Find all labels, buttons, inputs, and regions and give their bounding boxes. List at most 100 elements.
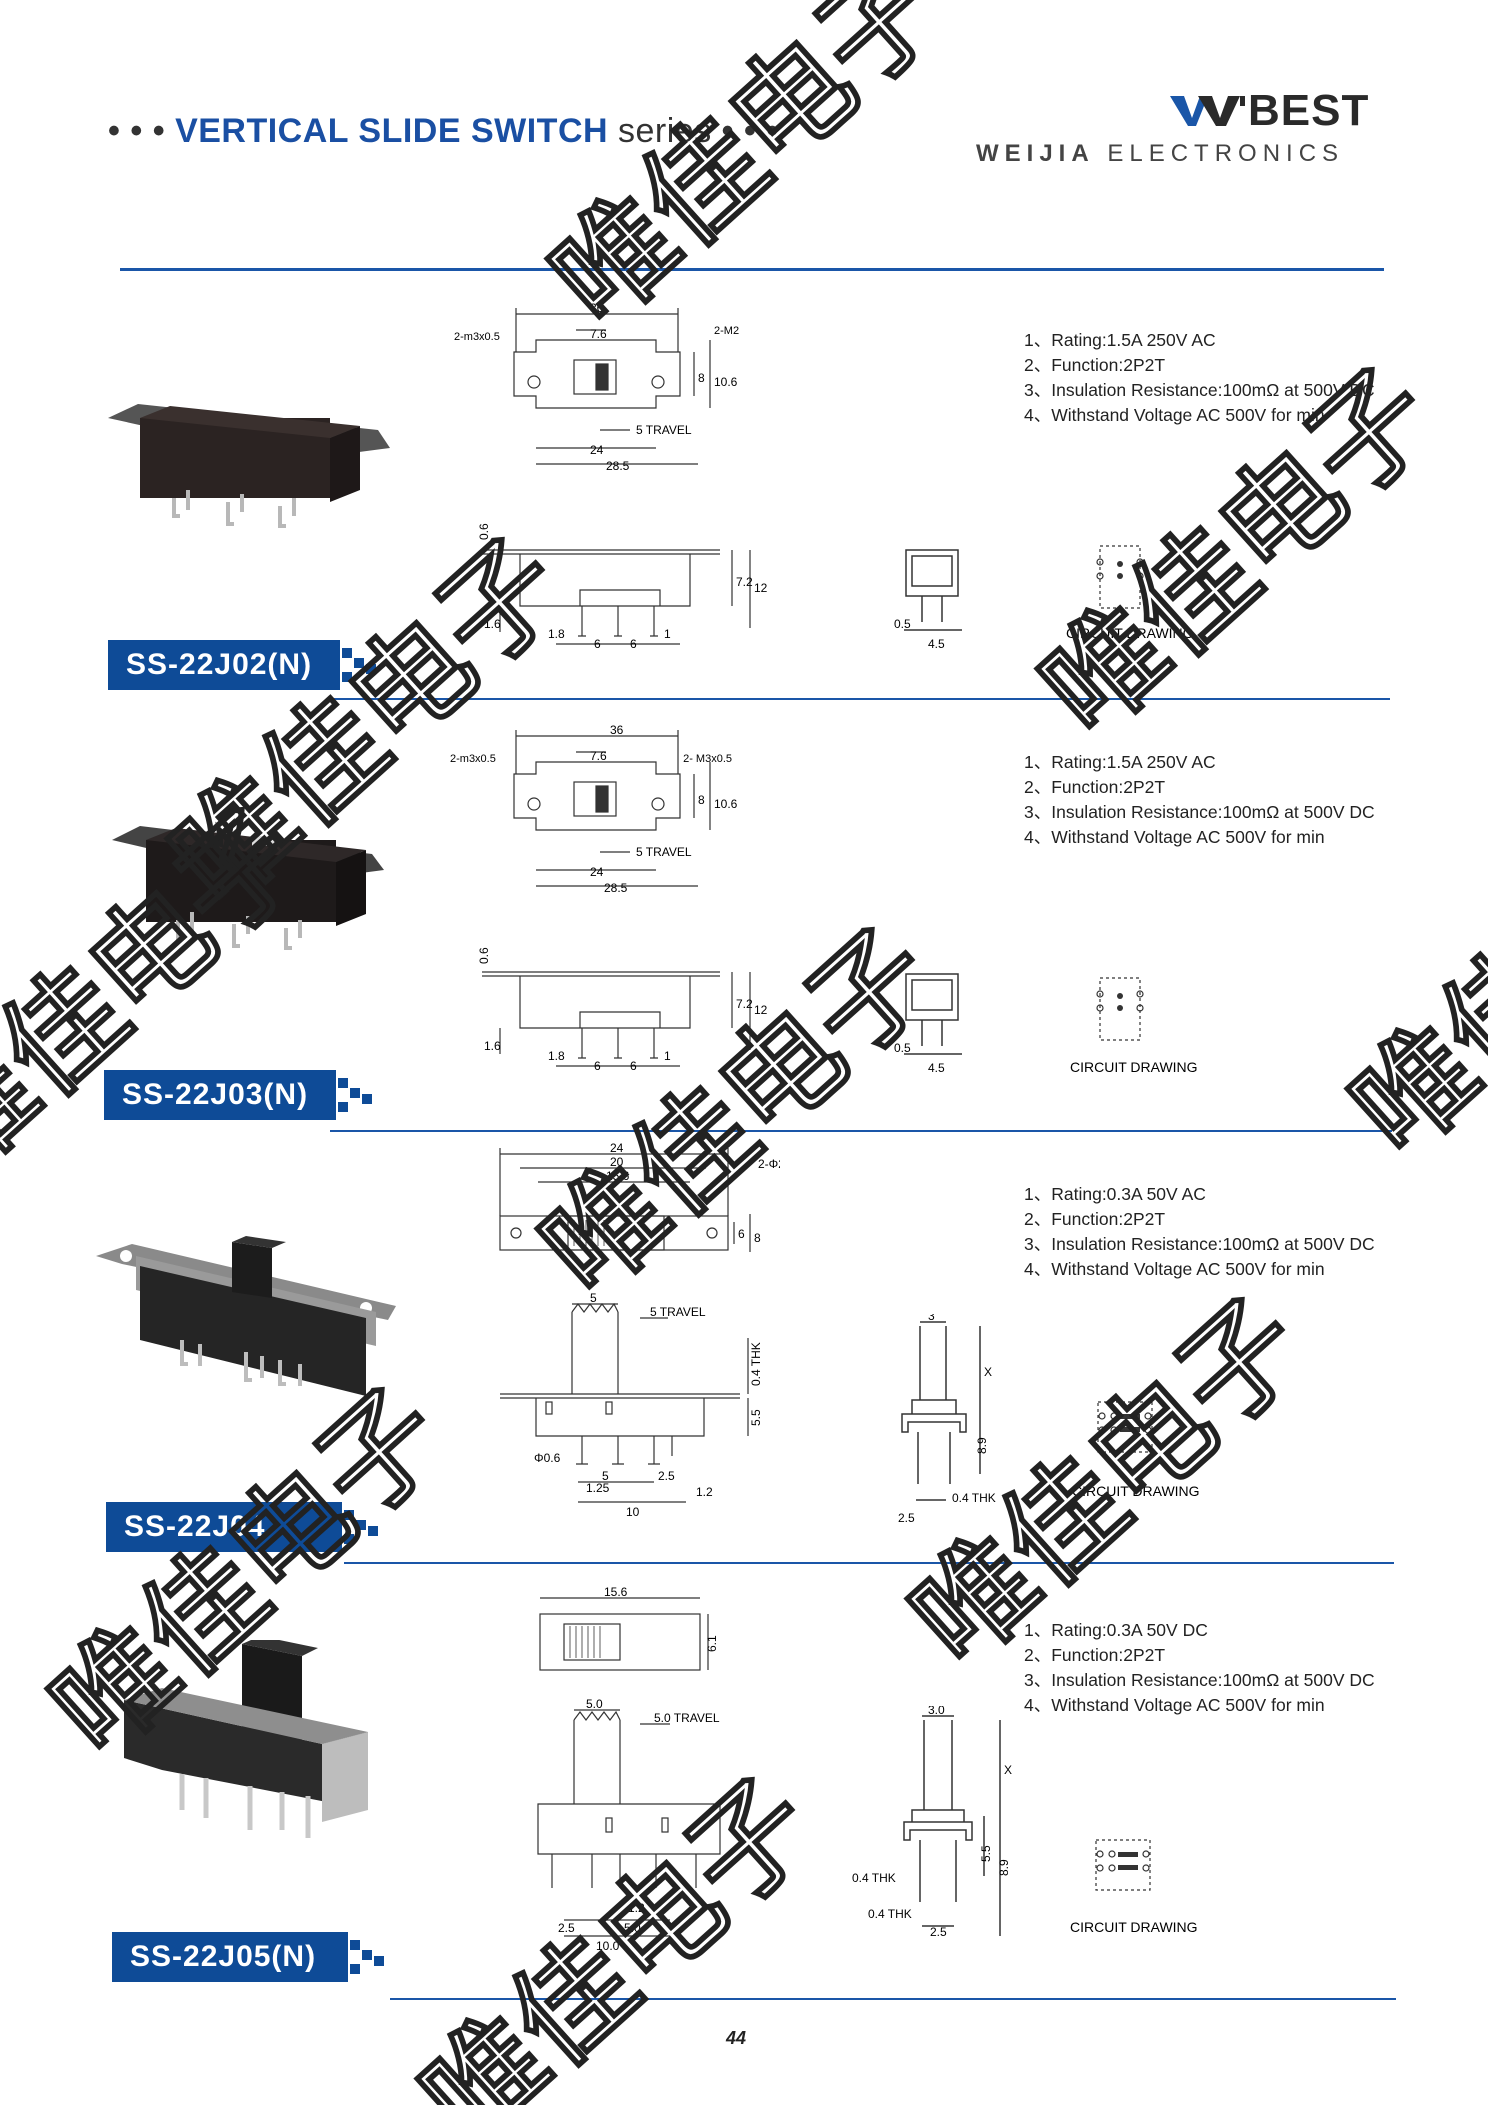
dim-end-8-9: 8.9 xyxy=(975,1437,989,1454)
dim-1-8: 1.8 xyxy=(548,1049,565,1063)
dim-end-4-5: 4.5 xyxy=(928,637,945,651)
dim-12: 12 xyxy=(754,581,768,595)
spec-rating: 1、Rating:0.3A 50V AC xyxy=(1024,1184,1206,1204)
product-photo-ss22j05 xyxy=(124,1640,368,1838)
side-view-drawing-ss22j03: 0.6 7.2 12 1.6 1.8 6 6 1 xyxy=(477,947,768,1072)
dim-10-6: 10.6 xyxy=(714,797,738,811)
dim-5-0: 5.0 xyxy=(586,1697,603,1711)
dim-7-6: 7.6 xyxy=(590,749,607,763)
dim-travel: 5 TRAVEL xyxy=(650,1305,706,1319)
spec-list-ss22j05: 1、Rating:0.3A 50V DC 2、Function:2P2T 3、I… xyxy=(1024,1618,1375,1718)
brand-subtitle: WEIJIA ELECTRONICS xyxy=(976,140,1344,168)
footer-divider xyxy=(390,1998,1396,2000)
dim-0-6: 0.6 xyxy=(477,947,491,964)
dim-10-6: 10.6 xyxy=(714,375,738,389)
brand-sub-bold: WEIJIA xyxy=(976,140,1095,167)
dim-end-8-9: 8.9 xyxy=(997,1859,1011,1876)
spec-rating: 1、Rating:0.3A 50V DC xyxy=(1024,1620,1208,1640)
circuit-label: CIRCUIT DRAWING xyxy=(1066,625,1194,641)
spec-insulation: 3、Insulation Resistance:100mΩ at 500V DC xyxy=(1024,802,1375,822)
top-view-drawing-ss22j02: 36 7.6 2-m3x0.5 2-M2.6x0.45 8 10.6 5 TRA… xyxy=(454,302,740,472)
dim-15-6: 15.6 xyxy=(604,1586,628,1599)
dim-end-0-5: 0.5 xyxy=(894,617,911,631)
spec-insulation: 3、Insulation Resistance:100mΩ at 500V DC xyxy=(1024,380,1375,400)
dim-travel: 5.0 TRAVEL xyxy=(654,1711,720,1725)
dim-2-5: 2.5 xyxy=(658,1469,675,1483)
section-divider-1 xyxy=(330,698,1390,700)
dim-8: 8 xyxy=(698,371,705,385)
model-label-pixel-arrow-icon xyxy=(342,648,376,682)
brand-logo-text: BEST xyxy=(1248,86,1370,135)
model-label-pixel-arrow-icon xyxy=(344,1510,378,1544)
dim-pitch-6b: 6 xyxy=(630,1059,637,1072)
header-series-text: series xyxy=(618,112,712,150)
dim-mount-hole-right: 2-M2.6x0.45 xyxy=(714,325,740,337)
circuit-drawing-ss22j05: CIRCUIT DRAWING xyxy=(1070,1839,1198,1935)
dim-holes-2-2: 2-Φ2.2 xyxy=(758,1157,780,1171)
model-label-ss22j02: SS-22J02(N) xyxy=(108,640,340,690)
dim-end-0-5: 0.5 xyxy=(894,1041,911,1055)
dim-end-5-5: 5.5 xyxy=(979,1845,993,1862)
circuit-drawing-ss22j04: CIRCUIT DRAWING xyxy=(1072,1401,1200,1499)
watermark-text: 唯佳电子 xyxy=(526,0,969,351)
section-divider-2 xyxy=(330,1130,1392,1132)
dim-1-8: 1.8 xyxy=(548,627,565,641)
dim-end-x: X xyxy=(1004,1763,1012,1777)
dim-0-6: 0.6 xyxy=(477,523,491,540)
model-label-pixel-arrow-icon xyxy=(350,1940,384,1974)
spec-function: 2、Function:2P2T xyxy=(1024,777,1166,797)
dim-mount-hole-right: 2- M3x0.5 xyxy=(683,753,732,765)
dim-1-25: 1.25 xyxy=(586,1481,610,1495)
end-view-drawing-ss22j05: 3.0 X 5.5 8.9 0.4 THK 0.4 THK 2.5 xyxy=(852,1706,1012,1936)
spec-list-ss22j03: 1、Rating:1.5A 250V AC 2、Function:2P2T 3、… xyxy=(1024,750,1375,850)
dim-end-3-0: 3.0 xyxy=(928,1706,945,1717)
header-dots-right: • • • xyxy=(721,112,779,150)
spec-insulation: 3、Insulation Resistance:100mΩ at 500V DC xyxy=(1024,1670,1375,1690)
header-title-text: VERTICAL SLIDE SWITCH xyxy=(175,112,609,150)
catalog-header-title: • • • VERTICAL SLIDE SWITCH series • • • xyxy=(108,112,779,151)
product-photo-ss22j04 xyxy=(96,1236,396,1396)
model-label-ss22j05: SS-22J05(N) xyxy=(112,1932,348,1982)
product-photo-ss22j03 xyxy=(112,826,384,950)
dim-8: 8 xyxy=(698,793,705,807)
spec-withstand: 4、Withstand Voltage AC 500V for min xyxy=(1024,1695,1325,1715)
dim-1-2: 1.2 xyxy=(696,1485,713,1499)
dim-36: 36 xyxy=(610,724,624,737)
spec-list-ss22j02: 1、Rating:1.5A 250V AC 2、Function:2P2T 3、… xyxy=(1024,328,1375,428)
dim-28-5: 28.5 xyxy=(606,459,630,472)
dim-24: 24 xyxy=(590,443,604,457)
spec-function: 2、Function:2P2T xyxy=(1024,355,1166,375)
dim-1-6: 1.6 xyxy=(484,617,501,631)
side-view-drawing-ss22j05: 5.0 5.0 TRAVEL 1.2 2.5 5.0 10.0 xyxy=(537,1697,721,1953)
dim-end-2-5: 2.5 xyxy=(930,1925,947,1936)
page-number: 44 xyxy=(726,2028,747,2048)
dim-36: 36 xyxy=(590,302,604,315)
top-view-drawing-ss22j03: 36 7.6 2-m3x0.5 2- M3x0.5 8 10.6 5 TRAVE… xyxy=(450,724,738,894)
dim-pitch-6b: 6 xyxy=(630,637,637,650)
dim-7-6: 7.6 xyxy=(590,327,607,341)
spec-rating: 1、Rating:1.5A 250V AC xyxy=(1024,330,1216,350)
end-view-drawing-ss22j03: 0.5 4.5 xyxy=(894,973,962,1075)
circuit-label: CIRCUIT DRAWING xyxy=(1070,1059,1198,1075)
spec-withstand: 4、Withstand Voltage AC 500V for min xyxy=(1024,1259,1325,1279)
end-view-drawing-ss22j02: 0.5 4.5 xyxy=(894,549,962,651)
dim-10: 10 xyxy=(626,1505,640,1519)
dim-1-2: 1.2 xyxy=(628,1901,645,1915)
circuit-drawing-ss22j02: CIRCUIT DRAWING xyxy=(1066,545,1194,641)
model-label-ss22j03: SS-22J03(N) xyxy=(104,1070,336,1120)
dim-5: 5 xyxy=(590,1291,597,1305)
dim-end-thk: 0.4 THK xyxy=(952,1491,996,1505)
model-label-ss22j04: SS-22J04 xyxy=(106,1502,342,1552)
top-view-drawing-ss22j05: 15.6 6.1 xyxy=(539,1586,719,1671)
dim-10-0: 10.0 xyxy=(596,1939,620,1953)
dim-end-3: 3 xyxy=(928,1314,935,1323)
circuit-label: CIRCUIT DRAWING xyxy=(1072,1483,1200,1499)
dim-8: 8 xyxy=(754,1231,761,1245)
dim-travel: 5 TRAVEL xyxy=(636,423,692,437)
dim-mount-hole-left: 2-m3x0.5 xyxy=(454,331,500,343)
spec-function: 2、Function:2P2T xyxy=(1024,1209,1166,1229)
spec-withstand: 4、Withstand Voltage AC 500V for min xyxy=(1024,405,1325,425)
model-label-pixel-arrow-icon xyxy=(338,1078,372,1112)
top-view-drawing-ss22j04: 24 20 15.6 2-Φ2.2 6 8 xyxy=(499,1142,780,1252)
dim-end-2-5: 2.5 xyxy=(898,1511,915,1525)
